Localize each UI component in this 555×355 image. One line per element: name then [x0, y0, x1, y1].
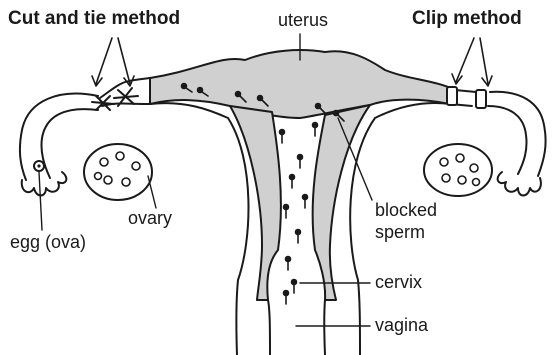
- fimbriae-left: [22, 172, 67, 196]
- uterus-body: [150, 50, 455, 118]
- fallopian-tube-right-inner: [488, 106, 527, 174]
- fallopian-tube-left: [100, 78, 150, 106]
- cut-tie-arrows: [92, 38, 134, 86]
- clip-left: [447, 87, 457, 105]
- vaginal-canal-left: [268, 300, 270, 355]
- blocked-label: blocked: [375, 200, 437, 221]
- cervix-label: cervix: [375, 272, 422, 293]
- uterus-outline: [150, 103, 248, 355]
- fimbriae-right: [498, 172, 541, 196]
- vagina-label: vagina: [375, 315, 428, 336]
- clip-arrows: [452, 38, 492, 86]
- egg-leader: [39, 172, 42, 230]
- sperm-label: sperm: [375, 222, 425, 243]
- vaginal-canal-right: [324, 300, 325, 355]
- clip-method-title: Clip method: [412, 8, 522, 30]
- ovary-right: [424, 144, 492, 196]
- ovary-label: ovary: [128, 208, 172, 229]
- uterus-label: uterus: [278, 10, 328, 31]
- fallopian-tube-right-outer: [490, 92, 546, 176]
- ovary-leader: [148, 176, 156, 208]
- cut-and-tie-title: Cut and tie method: [8, 8, 180, 30]
- egg-label: egg (ova): [10, 232, 86, 253]
- tie-knot-left: [92, 96, 114, 110]
- clip-right: [476, 90, 486, 108]
- uterine-wall-right: [313, 105, 370, 300]
